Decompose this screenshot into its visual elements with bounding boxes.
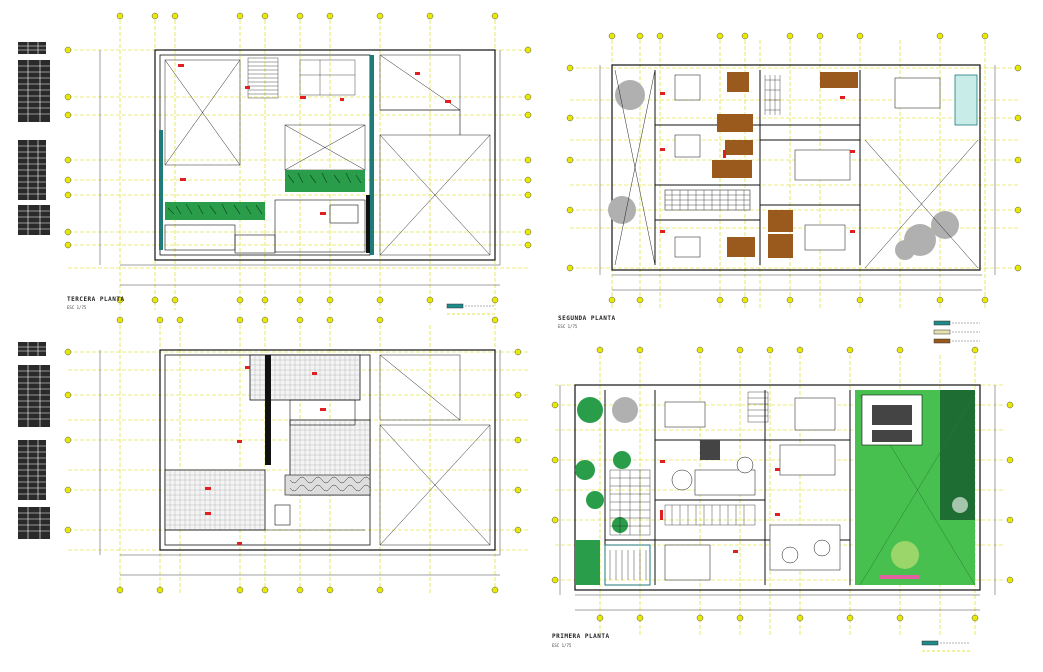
plan-scale-segunda: ESC 1/75 xyxy=(558,324,578,329)
legend-primera xyxy=(921,640,970,652)
plan-scale-primera: ESC 1/75 xyxy=(552,643,572,648)
plan-title-primera: PRIMERA PLANTA xyxy=(552,633,610,640)
schedule-tables xyxy=(18,42,50,539)
legend-segunda xyxy=(933,320,980,344)
plan-title-segunda: SEGUNDA PLANTA xyxy=(558,315,616,322)
schedule-table-lines xyxy=(18,42,50,539)
plan-cuarta-planta xyxy=(64,316,528,595)
plan-segunda-planta xyxy=(566,32,1022,310)
plan-tercera-planta xyxy=(64,12,532,310)
legend-tercera xyxy=(446,303,495,315)
plan-title-tercera: TERCERA PLANTA xyxy=(67,296,125,303)
plan-primera-planta xyxy=(551,346,1014,635)
plan-scale-tercera: ESC 1/75 xyxy=(67,305,87,310)
